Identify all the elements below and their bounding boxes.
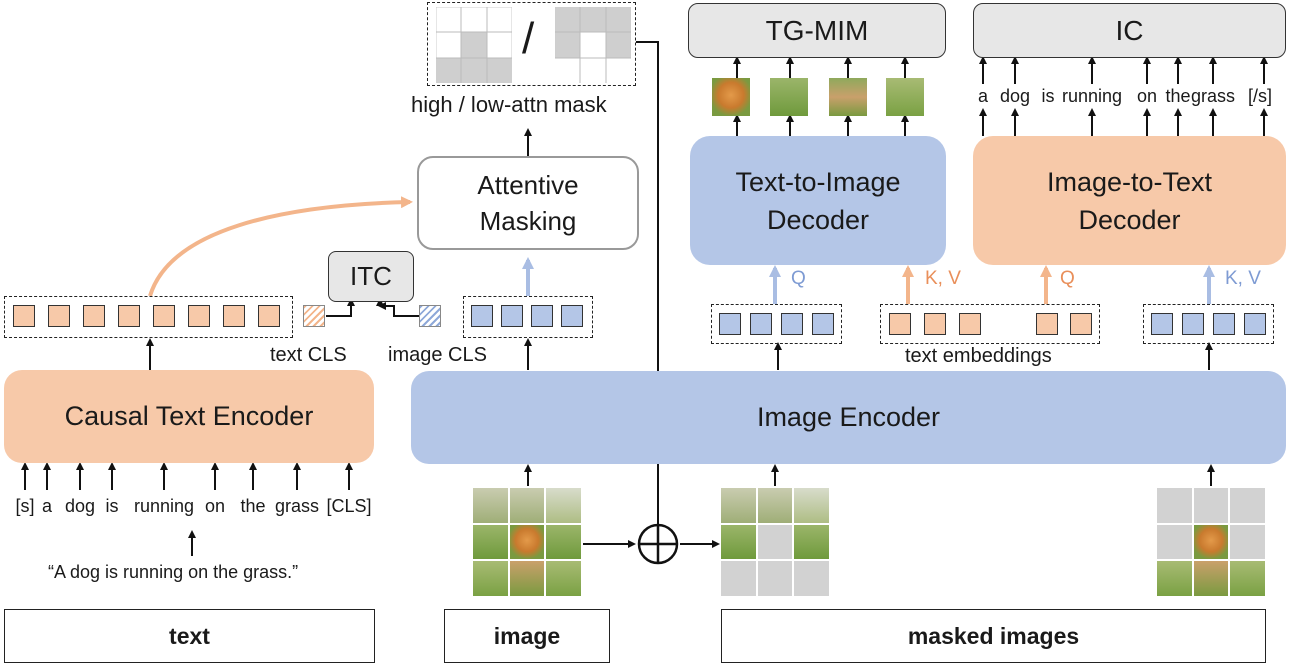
itc-head: ITC bbox=[328, 251, 414, 302]
text-embedding-token bbox=[889, 313, 911, 335]
masked-image-token-row bbox=[711, 304, 842, 344]
input-token: a bbox=[41, 496, 53, 516]
causal-text-encoder: Causal Text Encoder bbox=[4, 370, 374, 463]
ic-word: dog bbox=[999, 86, 1031, 106]
text-cls-label: text CLS bbox=[270, 344, 347, 366]
text-embedding-token bbox=[959, 313, 981, 335]
output-patch-grass bbox=[886, 78, 924, 116]
ic-label: IC bbox=[1115, 14, 1144, 46]
input-token: grass bbox=[274, 496, 320, 516]
tgmim-label: TG-MIM bbox=[765, 14, 869, 46]
q-label-blue: Q bbox=[791, 268, 806, 289]
ic-word: [/s] bbox=[1247, 86, 1273, 106]
input-token: running bbox=[133, 496, 195, 516]
text-token bbox=[83, 305, 105, 327]
masked-section-text: masked images bbox=[907, 622, 1080, 649]
input-image bbox=[472, 487, 582, 597]
output-patch-paw bbox=[829, 78, 867, 116]
kv-label-blue: K, V bbox=[1225, 268, 1261, 289]
caption-text: “A dog is running on the grass.” bbox=[48, 562, 299, 582]
masked-images-section-label: masked images bbox=[721, 609, 1266, 663]
t2i-line2: Decoder bbox=[766, 204, 870, 235]
masked-image-high bbox=[720, 487, 830, 597]
input-token: the bbox=[240, 496, 266, 516]
text-token bbox=[118, 305, 140, 327]
image-encoder-label: Image Encoder bbox=[756, 402, 941, 432]
input-token: [CLS] bbox=[326, 496, 372, 516]
image-token bbox=[1151, 313, 1173, 335]
mask-preview bbox=[427, 2, 636, 86]
text-token bbox=[188, 305, 210, 327]
text-encoder-label: Causal Text Encoder bbox=[64, 401, 314, 431]
masking-line2: Masking bbox=[479, 206, 577, 236]
itc-label: ITC bbox=[350, 261, 392, 291]
image-section-text: image bbox=[493, 622, 561, 649]
image-cls-label: image CLS bbox=[388, 344, 487, 366]
text-embedding-token bbox=[1036, 313, 1058, 335]
masked-image-low bbox=[1156, 487, 1266, 597]
attentive-masking-block: Attentive Masking bbox=[417, 156, 639, 250]
ic-word: on bbox=[1136, 86, 1158, 106]
output-patch-grass bbox=[770, 78, 808, 116]
text-token bbox=[258, 305, 280, 327]
image-cls-token bbox=[419, 305, 441, 327]
mask-slash: / bbox=[522, 14, 535, 63]
image-token bbox=[812, 313, 834, 335]
ic-word: grass bbox=[1190, 86, 1236, 106]
ic-word: the bbox=[1165, 86, 1191, 106]
text-token-row bbox=[4, 296, 293, 338]
text-embedding-token bbox=[924, 313, 946, 335]
text-token bbox=[48, 305, 70, 327]
text-token bbox=[223, 305, 245, 327]
input-token: dog bbox=[64, 496, 96, 516]
text-embedding-token bbox=[1070, 313, 1092, 335]
output-patch-dog bbox=[712, 78, 750, 116]
text-cls-token bbox=[303, 305, 325, 327]
text-embeddings-label: text embeddings bbox=[905, 345, 1052, 367]
masked-image-token-row-2 bbox=[1143, 304, 1274, 344]
input-token: on bbox=[204, 496, 226, 516]
ic-word: a bbox=[977, 86, 989, 106]
image-to-text-decoder: Image-to-Text Decoder bbox=[973, 136, 1286, 265]
high-attn-mask-icon bbox=[436, 7, 512, 83]
image-encoder: Image Encoder bbox=[411, 371, 1286, 464]
image-token bbox=[1244, 313, 1266, 335]
image-token bbox=[781, 313, 803, 335]
ic-word: is bbox=[1041, 86, 1055, 106]
image-token bbox=[1182, 313, 1204, 335]
text-token bbox=[13, 305, 35, 327]
text-embeddings-row bbox=[880, 304, 1100, 344]
image-token bbox=[501, 305, 523, 327]
i2t-line2: Decoder bbox=[1078, 204, 1181, 235]
i2t-line1: Image-to-Text bbox=[1046, 166, 1213, 197]
ic-word: running bbox=[1061, 86, 1123, 106]
tgmim-head: TG-MIM bbox=[688, 3, 946, 58]
image-token bbox=[719, 313, 741, 335]
text-token bbox=[153, 305, 175, 327]
image-token bbox=[750, 313, 772, 335]
image-token bbox=[561, 305, 583, 327]
image-token bbox=[471, 305, 493, 327]
image-token bbox=[1213, 313, 1235, 335]
masking-line1: Attentive bbox=[477, 170, 579, 200]
text-to-image-decoder: Text-to-Image Decoder bbox=[690, 136, 946, 265]
image-token bbox=[531, 305, 553, 327]
text-section-label: text bbox=[4, 609, 375, 663]
low-attn-mask-icon bbox=[555, 7, 631, 83]
mask-label: high / low-attn mask bbox=[411, 92, 607, 117]
kv-label-peach: K, V bbox=[925, 268, 961, 289]
text-section-text: text bbox=[169, 622, 210, 649]
input-token: is bbox=[105, 496, 119, 516]
image-section-label: image bbox=[444, 609, 610, 663]
image-token-row bbox=[463, 296, 593, 338]
input-token: [s] bbox=[15, 496, 35, 516]
t2i-line1: Text-to-Image bbox=[735, 166, 901, 197]
q-label-peach: Q bbox=[1060, 268, 1075, 289]
ic-head: IC bbox=[973, 3, 1286, 58]
